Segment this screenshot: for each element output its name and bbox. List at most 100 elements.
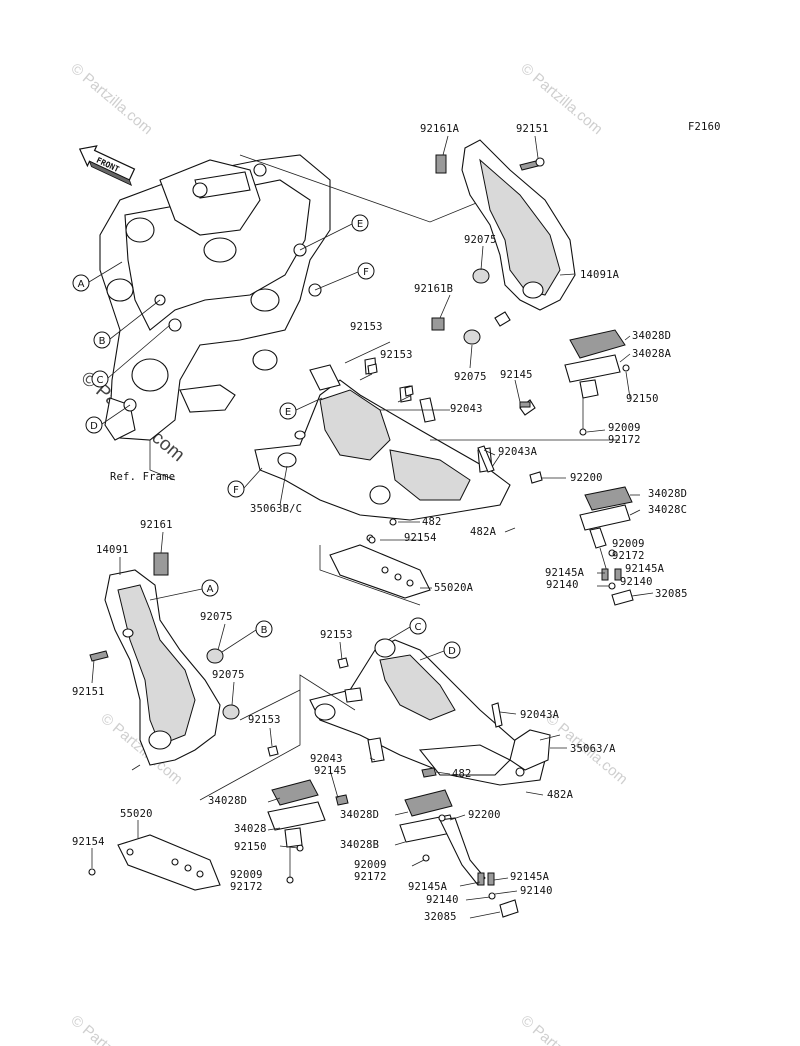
rubber-block-92161A bbox=[435, 154, 447, 174]
callout-A-lower: A bbox=[149, 579, 219, 601]
watermark-text: © Partzilla.com bbox=[517, 1012, 605, 1046]
callout-label: F bbox=[363, 267, 369, 278]
part-label: 92043 bbox=[310, 753, 343, 765]
footrest-lower-left-drawing bbox=[267, 779, 326, 878]
rubber-block-92161B bbox=[431, 317, 445, 331]
fasteners-upper bbox=[359, 363, 543, 544]
callout-F-lower: F bbox=[227, 467, 263, 498]
callout-B: B bbox=[93, 299, 161, 349]
part-label: 92172 bbox=[230, 881, 263, 893]
part-label: 92151 bbox=[72, 686, 105, 698]
cover-14091-drawing bbox=[89, 552, 240, 771]
part-label: 92009 bbox=[608, 422, 641, 434]
callout-C: C bbox=[91, 324, 171, 388]
footrest-upper-rear-drawing bbox=[564, 329, 630, 436]
callout-D: D bbox=[85, 404, 131, 434]
part-label: 34028C bbox=[648, 504, 687, 516]
part-label: 92145A bbox=[625, 563, 665, 575]
part-label: 92161 bbox=[140, 519, 173, 531]
cover-14091A-drawing bbox=[431, 139, 576, 345]
callout-label: B bbox=[99, 336, 106, 347]
part-label: 92172 bbox=[612, 550, 645, 562]
part-label: 92075 bbox=[464, 234, 497, 246]
front-arrow-icon: FRONT bbox=[78, 145, 136, 187]
part-label: 34028D bbox=[340, 809, 379, 821]
callout-label: B bbox=[261, 625, 268, 636]
watermark-text: © Partzilla.com bbox=[67, 1012, 155, 1046]
callout-D-lower: D bbox=[419, 641, 461, 661]
callout-F-upper: F bbox=[314, 262, 375, 291]
part-label: 92009 bbox=[612, 538, 645, 550]
callout-A: A bbox=[72, 261, 123, 292]
callout-C-lower: C bbox=[387, 617, 427, 641]
callout-label: C bbox=[97, 375, 104, 386]
part-label: 14091 bbox=[96, 544, 129, 556]
part-label: 482A bbox=[547, 789, 574, 801]
part-label: 92043A bbox=[520, 709, 560, 721]
footrest-lower-right-drawing bbox=[399, 789, 519, 918]
part-label: 34028A bbox=[632, 348, 672, 360]
main-frame-drawing bbox=[99, 154, 521, 481]
part-label: 34028D bbox=[632, 330, 671, 342]
part-label: 92145A bbox=[510, 871, 550, 883]
part-label: 92200 bbox=[570, 472, 603, 484]
callout-label: C bbox=[415, 622, 422, 633]
part-label: 92145A bbox=[545, 567, 585, 579]
part-label: 92154 bbox=[404, 532, 437, 544]
part-label: 92150 bbox=[626, 393, 659, 405]
part-label: 92151 bbox=[516, 123, 549, 135]
callouts: A B C D E F E bbox=[72, 214, 461, 661]
part-label: 92140 bbox=[546, 579, 579, 591]
part-label: 92043 bbox=[450, 403, 483, 415]
part-label: 92172 bbox=[354, 871, 387, 883]
watermark-text: © Partzilla.com bbox=[67, 60, 155, 138]
part-label: 55020 bbox=[120, 808, 153, 820]
part-label: 92172 bbox=[608, 434, 641, 446]
part-label: 34028D bbox=[208, 795, 247, 807]
part-label: 92150 bbox=[234, 841, 267, 853]
part-label: 92140 bbox=[520, 885, 553, 897]
part-label: 14091A bbox=[580, 269, 620, 281]
callout-label: A bbox=[78, 279, 85, 290]
part-label: 35063/A bbox=[570, 743, 616, 755]
callout-label: D bbox=[90, 421, 98, 432]
figure-code: F2160 bbox=[688, 121, 721, 133]
part-label: 92009 bbox=[354, 859, 387, 871]
part-label: 34028 bbox=[234, 823, 267, 835]
part-label: 92145A bbox=[408, 881, 448, 893]
part-label: 92075 bbox=[200, 611, 233, 623]
plate-55020A-drawing bbox=[329, 534, 431, 599]
footrest-upper-front-drawing bbox=[579, 486, 634, 606]
part-label: 92153 bbox=[380, 349, 413, 361]
part-labels: Ref. Frame 92161A 92151 92075 14091A 921… bbox=[72, 123, 688, 923]
part-label: 32085 bbox=[424, 911, 457, 923]
part-label: 92154 bbox=[72, 836, 105, 848]
rubber-block-92161 bbox=[153, 552, 169, 576]
part-label: 35063B/C bbox=[250, 503, 302, 515]
ref-frame-label: Ref. Frame bbox=[110, 471, 175, 483]
part-label: 55020A bbox=[434, 582, 474, 594]
callout-E-upper: E bbox=[299, 214, 369, 251]
part-label: 32085 bbox=[655, 588, 688, 600]
part-label: 34028D bbox=[648, 488, 687, 500]
callout-label: A bbox=[207, 584, 214, 595]
part-label: 482 bbox=[452, 768, 472, 780]
part-label: 92153 bbox=[248, 714, 281, 726]
part-label: 92140 bbox=[620, 576, 653, 588]
part-label: 92153 bbox=[350, 321, 383, 333]
part-label: 92200 bbox=[468, 809, 501, 821]
callout-label: E bbox=[357, 219, 363, 230]
part-label: 92153 bbox=[320, 629, 353, 641]
part-label: 482 bbox=[422, 516, 442, 528]
part-label: 482A bbox=[470, 526, 497, 538]
bracket-35063A-drawing bbox=[199, 638, 561, 801]
part-label: 92075 bbox=[454, 371, 487, 383]
plate-55020-drawing bbox=[117, 834, 221, 891]
callout-label: D bbox=[448, 646, 456, 657]
part-label: 92075 bbox=[212, 669, 245, 681]
part-label: 92043A bbox=[498, 446, 538, 458]
part-label: 92161B bbox=[414, 283, 453, 295]
part-label: 92145 bbox=[314, 765, 347, 777]
fasteners-lower bbox=[88, 657, 503, 884]
